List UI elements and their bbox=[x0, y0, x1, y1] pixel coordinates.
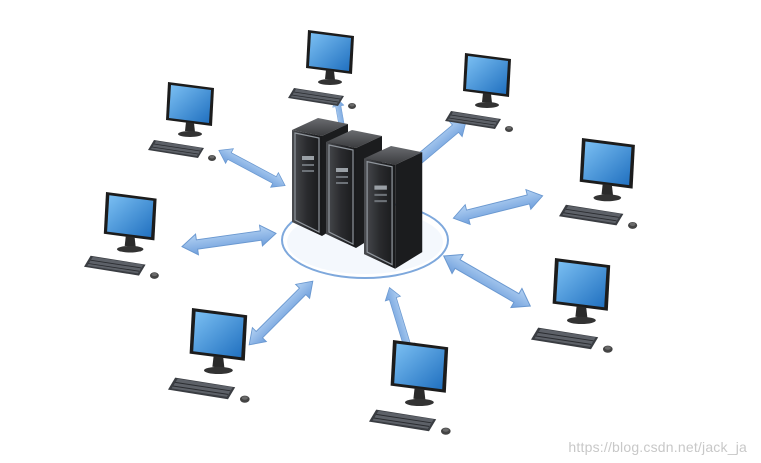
client-computer-right bbox=[558, 137, 638, 230]
arrow-upper-left bbox=[214, 142, 290, 194]
arrow-lower-right bbox=[437, 245, 537, 317]
client-computer-upper-left bbox=[147, 81, 217, 162]
arrow-right bbox=[450, 185, 546, 229]
client-computer-lower-left bbox=[167, 307, 251, 404]
client-computer-left bbox=[83, 191, 160, 280]
client-computer-top-center bbox=[287, 29, 357, 110]
client-computer-top-right bbox=[444, 52, 514, 133]
client-computer-bottom bbox=[368, 339, 452, 436]
arrow-left bbox=[180, 222, 278, 258]
arrow-lower-left bbox=[241, 273, 321, 353]
watermark-text: https://blog.csdn.net/jack_ja bbox=[568, 439, 747, 455]
server-tower-3 bbox=[363, 145, 423, 270]
client-computer-lower-right bbox=[530, 257, 614, 354]
